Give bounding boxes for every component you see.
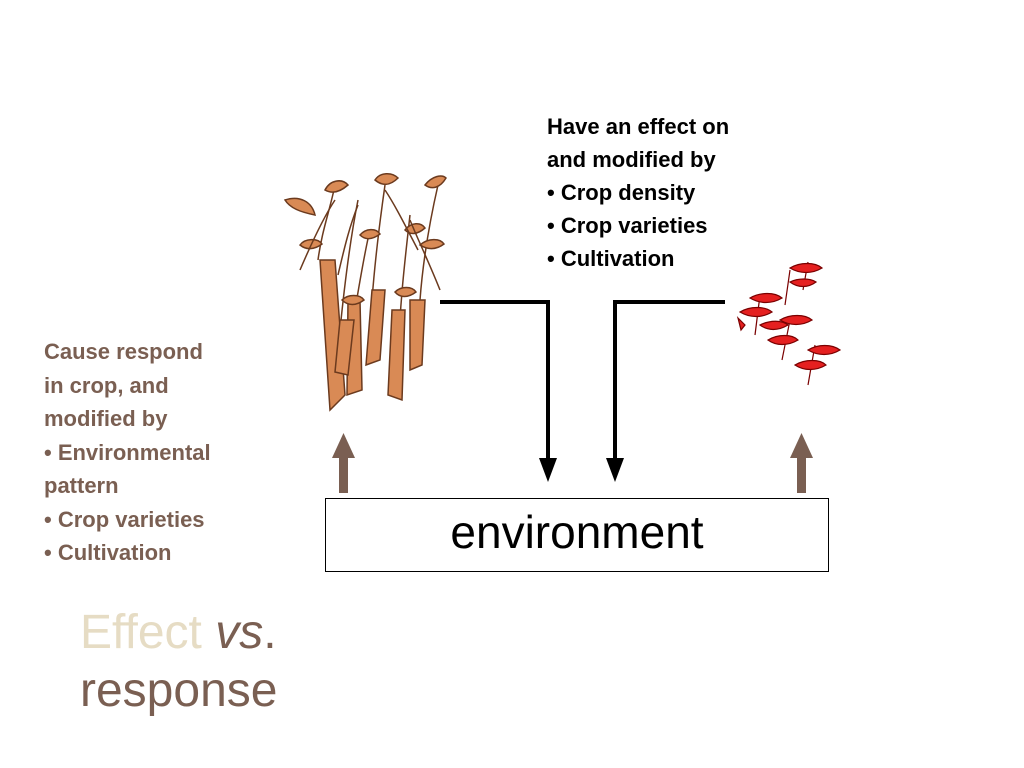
response-line-1: Cause respond — [44, 339, 203, 364]
title-response: response — [80, 664, 278, 717]
effect-bullet-1: • Crop density — [547, 180, 696, 205]
title-vs: vs — [215, 606, 264, 659]
crop-plants-icon — [283, 173, 447, 412]
effect-description: Have an effect on and modified by • Crop… — [547, 110, 729, 275]
title-dot: . — [263, 606, 277, 659]
down-arrow-from-weeds — [613, 300, 725, 462]
effect-line-1: Have an effect on — [547, 114, 730, 139]
response-bullet-2: • Crop varieties — [44, 506, 205, 532]
environment-label: environment — [450, 506, 704, 558]
up-arrow-left — [332, 433, 355, 493]
slide-title: Effect vs. response — [80, 604, 277, 720]
weed-seedlings-icon — [736, 261, 842, 386]
effect-bullet-3: • Cultivation — [547, 246, 675, 271]
response-line-2: in crop, and — [44, 372, 169, 398]
response-description: Cause respond in crop, and modified by •… — [44, 335, 211, 570]
response-bullet-1b: pattern — [44, 473, 119, 498]
response-line-3: modified by — [44, 406, 168, 431]
effect-line-2: and modified by — [547, 147, 716, 172]
title-effect: Effect — [80, 606, 202, 659]
effect-bullet-2: • Crop varieties — [547, 213, 708, 238]
down-arrow-head-left — [539, 458, 557, 482]
environment-box: environment — [325, 498, 829, 572]
response-bullet-3: • Cultivation — [44, 540, 172, 565]
down-arrow-head-right — [606, 458, 624, 482]
response-bullet-1a: • Environmental — [44, 439, 211, 465]
up-arrow-right — [790, 433, 813, 493]
down-arrow-from-crop — [440, 300, 550, 462]
